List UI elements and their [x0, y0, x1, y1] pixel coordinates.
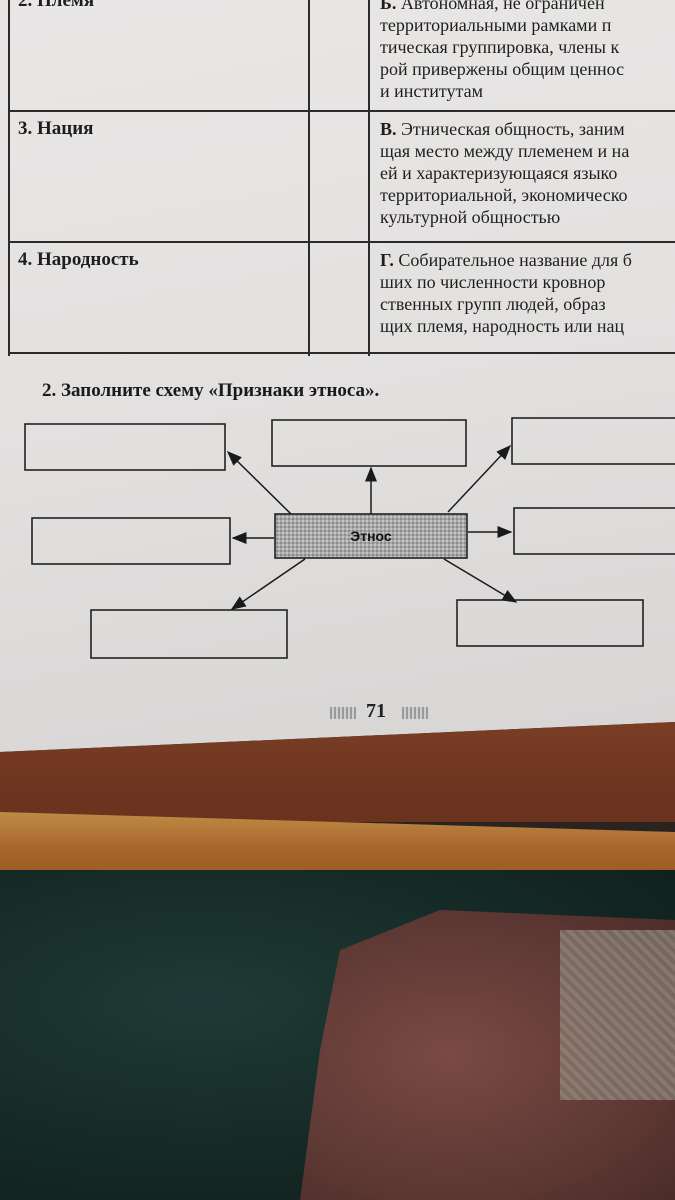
arrow-to-bottom-right [443, 558, 518, 603]
task-heading: 2. Заполните схему «Признаки этноса». [42, 380, 380, 401]
table-row-divider [8, 241, 675, 243]
arrow-to-top-right [447, 444, 512, 513]
table-column-divider [368, 0, 370, 356]
arrow-to-bottom-left [230, 558, 306, 610]
center-box-ethnos [274, 513, 468, 559]
workbook-page: 2. Племя Б. Автономная, не ограничен тер… [0, 0, 675, 752]
answer-box-top-right[interactable] [511, 417, 675, 465]
matching-table: 2. Племя Б. Автономная, не ограничен тер… [8, 0, 675, 356]
table-left-border [8, 0, 10, 356]
table-row-term: 4. Народность [18, 249, 139, 270]
page-number: 71 [330, 700, 430, 728]
answer-box-middle-left[interactable] [31, 517, 231, 565]
ethnos-scheme-diagram: Этнос [24, 417, 675, 659]
answer-box-top-center[interactable] [271, 419, 467, 467]
center-label: Этнос [350, 528, 392, 544]
table-row-definition: Б. Автономная, не ограничен территориаль… [380, 0, 625, 101]
table-row-definition: Г. Собирательное название для б ших по ч… [380, 250, 632, 336]
answer-box-middle-right[interactable] [513, 507, 675, 555]
arrow-to-top-left [226, 450, 292, 515]
answer-box-top-left[interactable] [24, 423, 226, 471]
table-column-divider [308, 0, 310, 356]
table-row-divider [8, 110, 675, 112]
page-ornament-right [402, 707, 428, 719]
light-textured-fabric [560, 930, 675, 1100]
table-row-term: 3. Нация [18, 118, 94, 139]
page-ornament-left [330, 707, 356, 719]
table-bottom-border [8, 352, 675, 354]
table-row-term: 2. Племя [18, 0, 95, 11]
answer-box-bottom-right[interactable] [456, 599, 644, 647]
table-row-definition: В. Этническая общность, заним щая место … [380, 119, 630, 227]
answer-box-bottom-left[interactable] [90, 609, 288, 659]
